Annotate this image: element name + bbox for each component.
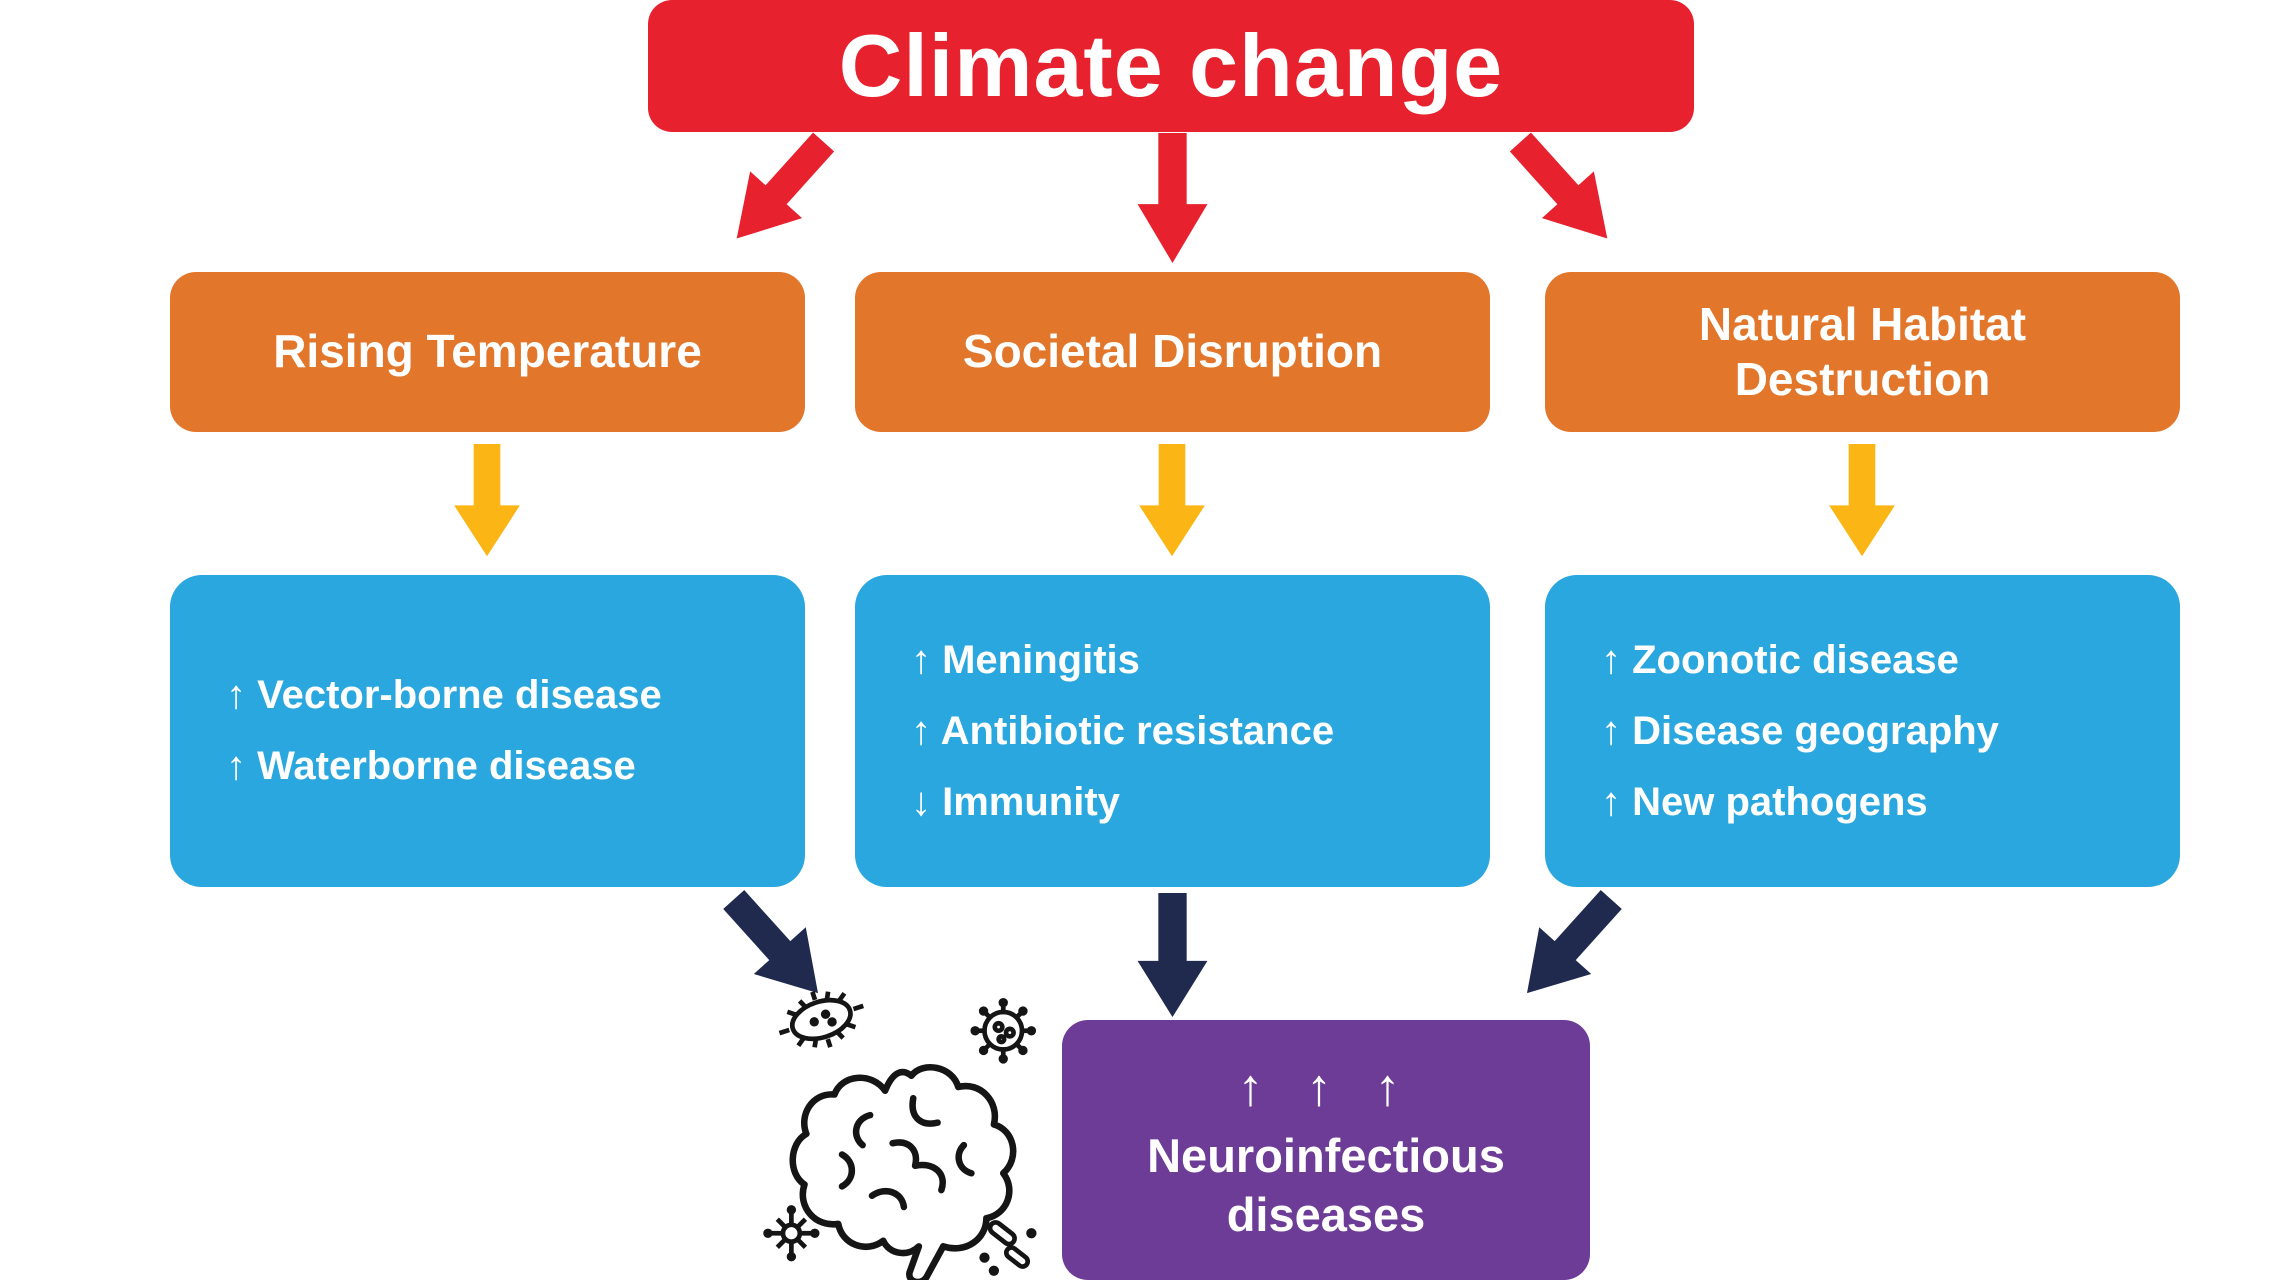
cause-label: Societal Disruption <box>962 325 1383 378</box>
effects-box-rising-temperature: ↑ Vector-borne disease ↑ Waterborne dise… <box>170 575 805 887</box>
cause-box-societal-disruption: Societal Disruption <box>855 272 1490 432</box>
brain-icon <box>789 1064 1017 1280</box>
effect-item: ↑ Vector-borne disease <box>226 673 662 717</box>
effect-item: ↑ New pathogens <box>1601 779 1928 824</box>
arrow-climate-to-habitat-destruction-icon <box>1489 114 1640 269</box>
climate-change-box: Climate change <box>648 0 1694 132</box>
outcome-box-neuroinfectious-diseases: ↑ ↑ ↑ Neuroinfectious diseases <box>1062 1020 1590 1280</box>
effect-item: ↓ Immunity <box>911 779 1120 824</box>
arrow-societal-to-effects-icon <box>1132 444 1212 558</box>
arrow-climate-to-rising-temperature-icon <box>704 114 855 269</box>
arrow-effects-center-to-outcome-icon <box>1130 893 1215 1019</box>
arrow-rising-temp-to-effects-icon <box>447 444 527 558</box>
cause-label: Rising Temperature <box>273 325 702 378</box>
effects-box-habitat-destruction: ↑ Zoonotic disease ↑ Disease geography ↑… <box>1545 575 2180 887</box>
arrow-effects-left-to-outcome-icon <box>702 871 851 1023</box>
cause-box-rising-temperature: Rising Temperature <box>170 272 805 432</box>
rod-bacteria-icon <box>979 1220 1037 1276</box>
arrow-climate-to-societal-disruption-icon <box>1130 133 1215 265</box>
bacterium-icon <box>778 991 865 1048</box>
outcome-label: Neuroinfectious diseases <box>1147 1128 1505 1241</box>
effect-item: ↑ Waterborne disease <box>226 744 636 788</box>
effect-item: ↑ Zoonotic disease <box>1601 637 1959 682</box>
effect-item: ↑ Meningitis <box>911 637 1140 682</box>
arrow-habitat-to-effects-icon <box>1822 444 1902 558</box>
effect-item: ↑ Disease geography <box>1601 708 1999 753</box>
effect-item: ↑ Antibiotic resistance <box>911 708 1335 753</box>
cause-label: Natural Habitat Destruction <box>1698 297 2027 405</box>
outcome-up-arrows: ↑ ↑ ↑ <box>1237 1058 1415 1117</box>
arrow-effects-right-to-outcome-icon <box>1494 871 1643 1023</box>
cause-box-natural-habitat-destruction: Natural Habitat Destruction <box>1545 272 2180 432</box>
diagram-title: Climate change <box>838 16 1504 115</box>
effects-box-societal-disruption: ↑ Meningitis ↑ Antibiotic resistance ↓ I… <box>855 575 1490 887</box>
spiky-microbe-icon <box>763 1205 820 1262</box>
virus-icon <box>970 997 1037 1064</box>
brain-with-pathogens-illustration <box>742 982 1062 1280</box>
